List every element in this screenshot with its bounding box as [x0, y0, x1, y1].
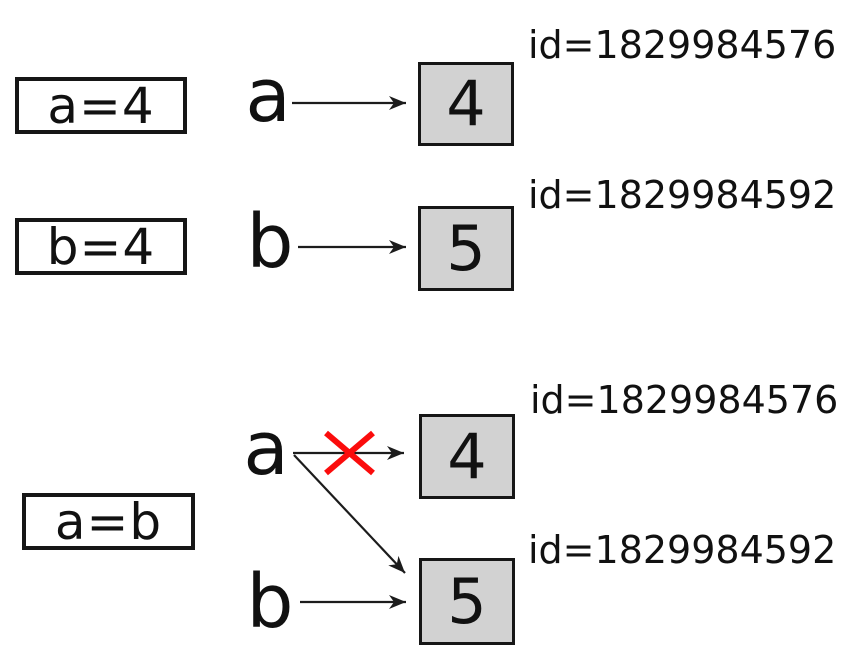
- id-annotation-5: id=1829984592: [528, 173, 837, 217]
- code-box-a-eq-b: a=b: [22, 493, 195, 550]
- code-text: b=4: [46, 217, 156, 276]
- value-box-4: 4: [418, 62, 514, 146]
- id-annotation-4: id=1829984576: [528, 23, 837, 67]
- value-box-5: 5: [418, 206, 514, 291]
- variable-label-a-step3: a: [243, 406, 289, 492]
- value-box-4-old: 4: [419, 414, 515, 499]
- code-text: a=4: [47, 76, 155, 135]
- value-text: 5: [447, 564, 487, 638]
- variable-label-a: a: [245, 53, 291, 139]
- code-box-a-eq-4: a=4: [15, 77, 187, 134]
- value-text: 4: [447, 419, 487, 493]
- value-text: 4: [446, 67, 486, 140]
- code-text: a=b: [54, 492, 163, 551]
- id-annotation-4-old: id=1829984576: [530, 378, 839, 422]
- value-text: 5: [446, 211, 486, 285]
- red-cross-icon: [324, 430, 375, 476]
- value-box-5-new: 5: [419, 558, 515, 645]
- id-annotation-5-new: id=1829984592: [528, 528, 837, 572]
- arrow-a-to-5-diagonal: [293, 454, 406, 574]
- code-box-b-eq-4: b=4: [15, 218, 187, 275]
- variable-label-b-step3: b: [246, 559, 294, 645]
- variable-label-b: b: [246, 199, 294, 285]
